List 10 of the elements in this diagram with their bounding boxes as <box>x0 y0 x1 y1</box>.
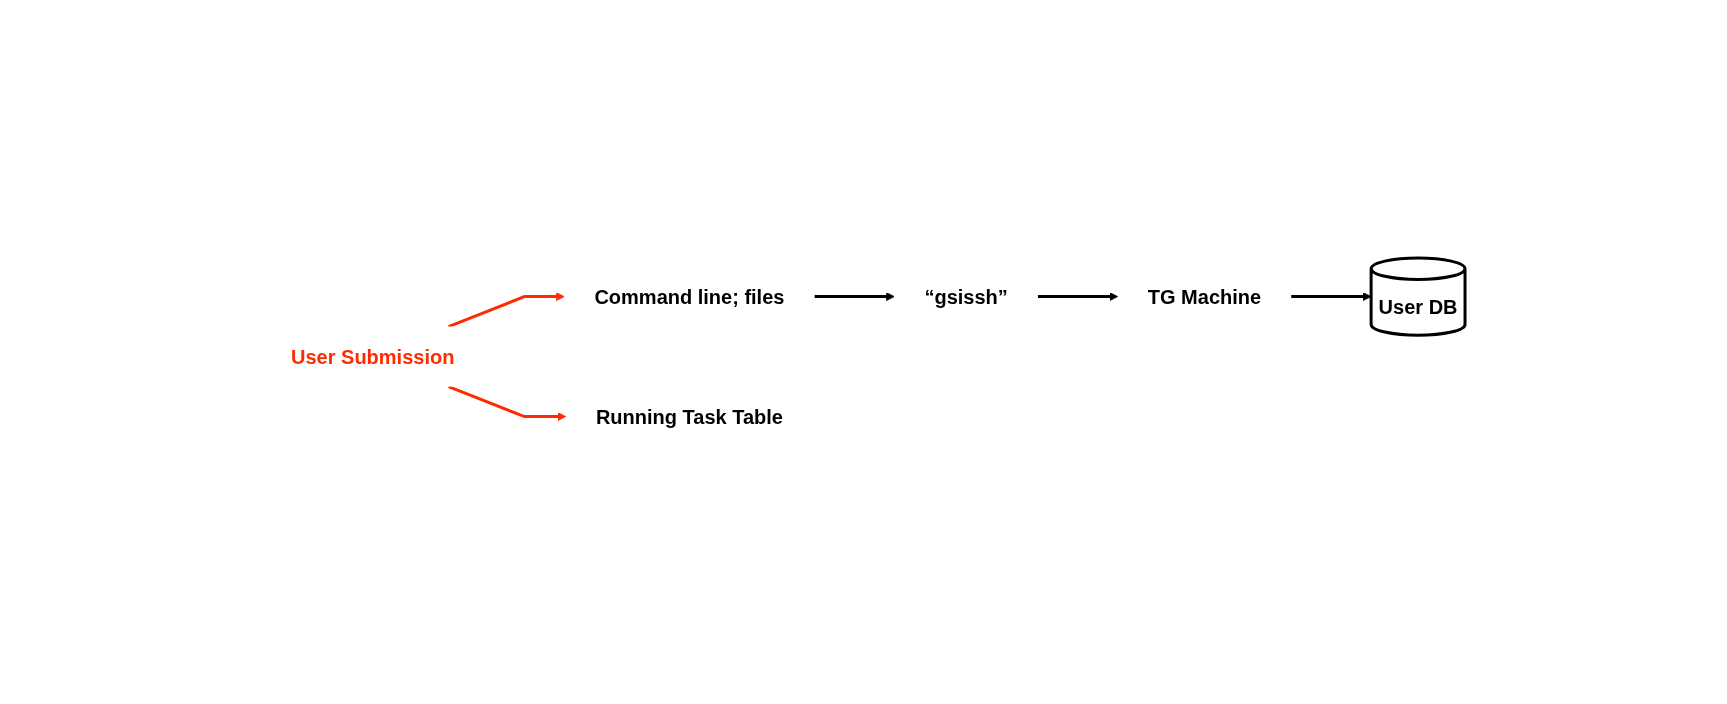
node-text: User Submission <box>291 345 455 368</box>
arrow <box>1038 291 1119 301</box>
node-text: Running Task Table <box>596 405 784 428</box>
arrow <box>448 291 566 328</box>
node-text: “gsissh” <box>924 285 1009 308</box>
arrow <box>814 291 896 301</box>
arrow <box>1291 291 1372 301</box>
arrow <box>448 384 567 421</box>
node-text: Command line; files <box>594 285 785 308</box>
node-text: TG Machine <box>1148 285 1262 308</box>
